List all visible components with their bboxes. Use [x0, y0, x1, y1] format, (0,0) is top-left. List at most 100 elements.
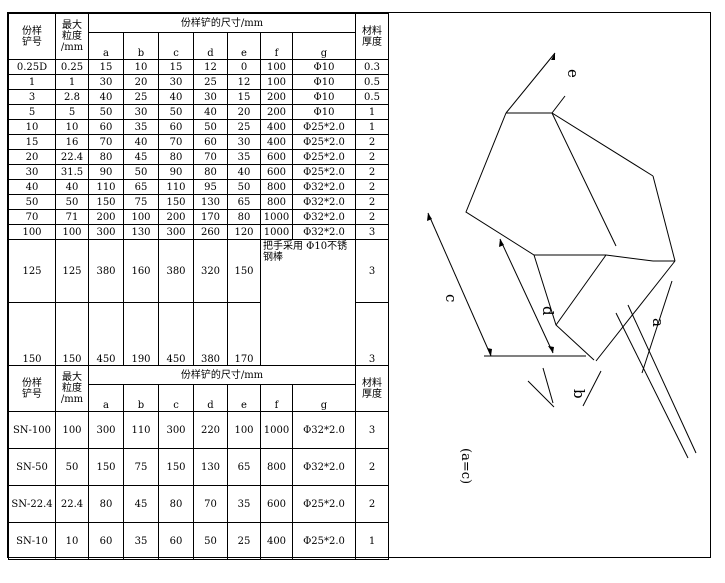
header-dim-a: a [88, 32, 124, 60]
table-cell: 60 [158, 119, 194, 135]
table-cell: 80 [193, 164, 228, 180]
handle-line-2 [627, 304, 697, 454]
table-cell: 1000 [260, 209, 293, 225]
table-cell: 100 [123, 209, 159, 225]
table-cell: 300 [88, 224, 124, 240]
label-a: a [649, 318, 667, 327]
table-cell: 35 [227, 485, 261, 523]
table-cell: 20 [8, 149, 56, 165]
label-b: b [570, 389, 588, 399]
table-cell: Φ32*2.0 [292, 224, 356, 240]
header-dim-d: d [193, 384, 228, 412]
table-cell: 160 [123, 239, 159, 303]
header-dim-d: d [193, 32, 228, 60]
table-cell: Φ10 [292, 104, 356, 120]
table-cell: 600 [260, 485, 293, 523]
table-cell: 50 [193, 119, 228, 135]
table-cell: 2 [355, 194, 389, 210]
table-cell: 0.25 [55, 59, 89, 75]
header-dim-e: e [227, 384, 261, 412]
table-cell: 125 [8, 239, 56, 303]
table-cell: 15 [158, 59, 194, 75]
table-cell: 50 [88, 104, 124, 120]
table-cell: 400 [260, 522, 293, 560]
shovel-back-edge [465, 112, 606, 256]
table-cell: Φ10 [292, 89, 356, 105]
table-cell: 300 [158, 224, 194, 240]
table-cell: 60 [88, 119, 124, 135]
table-cell: 600 [260, 164, 293, 180]
table-cell: 200 [260, 89, 293, 105]
table-cell: 0.3 [355, 59, 389, 75]
table-cell: 80 [88, 149, 124, 165]
table-cell: 70 [193, 149, 228, 165]
table-cell: 80 [88, 485, 124, 523]
table-cell: 65 [123, 179, 159, 195]
label-e: e [564, 69, 582, 78]
header-dim-f: f [260, 32, 293, 60]
table-cell: 1 [355, 119, 389, 135]
table-cell: 50 [193, 522, 228, 560]
table-cell: 60 [193, 134, 228, 150]
table-cell: 150 [55, 302, 89, 366]
table-cell: 2 [355, 209, 389, 225]
table-cell: 15 [227, 89, 261, 105]
table-cell: 100 [227, 411, 261, 449]
table-cell: 71 [55, 209, 89, 225]
table-cell: 25 [123, 89, 159, 105]
table-cell: 3 [355, 411, 389, 449]
table-cell: 120 [227, 224, 261, 240]
table-cell: 2 [355, 179, 389, 195]
table-cell: 800 [260, 448, 293, 486]
table-cell: SN-100 [8, 411, 56, 449]
table-cell: 45 [123, 149, 159, 165]
table-cell: 40 [227, 164, 261, 180]
table-cell: 125 [55, 239, 89, 303]
table-cell: 300 [158, 411, 194, 449]
header-dim-a: a [88, 384, 124, 412]
table-cell: 2 [355, 164, 389, 180]
table-cell: 100 [55, 411, 89, 449]
table-cell: 45 [123, 485, 159, 523]
table-cell: 75 [123, 194, 159, 210]
table-cell: 50 [123, 164, 159, 180]
table-cell: 35 [123, 522, 159, 560]
table-cell: 40 [8, 179, 56, 195]
table-cell: 170 [193, 209, 228, 225]
header-dim-c: c [158, 384, 194, 412]
table-cell: 3 [8, 89, 56, 105]
table-cell: 2 [355, 485, 389, 523]
table-cell: 75 [123, 448, 159, 486]
shovel-rear-line [551, 112, 617, 247]
table-cell: Φ10 [292, 74, 356, 90]
table-cell: 90 [158, 164, 194, 180]
table-cell: 40 [123, 134, 159, 150]
table-cell: Φ32*2.0 [292, 209, 356, 225]
table-cell: Φ25*2.0 [292, 485, 356, 523]
sample-shovel-diagram: e c d a b (a=c) [427, 52, 697, 484]
table-cell: 2.8 [55, 89, 89, 105]
label-d: d [539, 306, 557, 316]
table-cell: 10 [55, 522, 89, 560]
table-cell: 25 [227, 522, 261, 560]
table-cell: 450 [88, 302, 124, 366]
header-code: 份样铲号 [8, 365, 56, 412]
table-cell: 3 [355, 302, 389, 366]
table-cell: Φ25*2.0 [292, 164, 356, 180]
table-cell: 40 [158, 89, 194, 105]
table-cell: 1 [55, 74, 89, 90]
table-cell: 800 [260, 179, 293, 195]
table-cell: 400 [260, 134, 293, 150]
table-cell: 65 [227, 448, 261, 486]
table-cell: 35 [227, 149, 261, 165]
table-cell: 150 [227, 239, 261, 303]
table-cell: 150 [158, 194, 194, 210]
